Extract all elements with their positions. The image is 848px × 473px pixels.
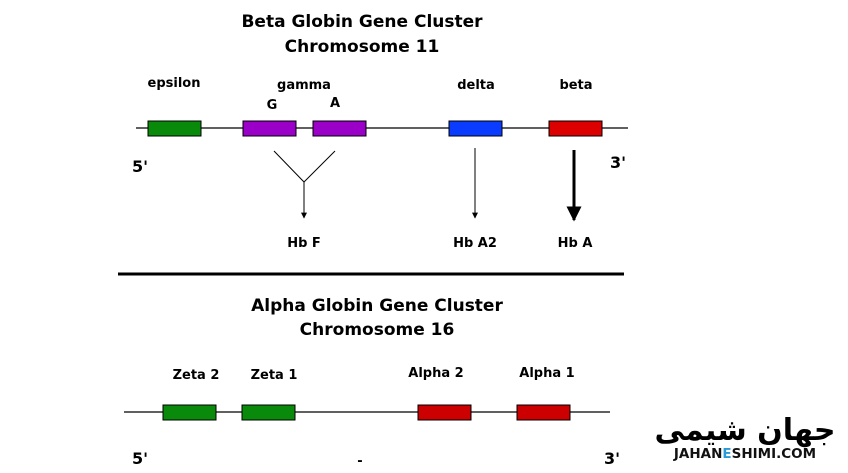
gene-label-epsilon: epsilon (148, 76, 201, 91)
product-hb-a2: Hb A2 (453, 236, 497, 251)
gene-label-delta: delta (457, 78, 495, 93)
gene-box-beta (548, 120, 603, 137)
gene-label-zeta-1: Zeta 1 (251, 368, 298, 383)
beta-title-line2: Chromosome 11 (285, 37, 440, 57)
product-hb-f: Hb F (287, 236, 321, 251)
watermark-latin-e: E (722, 446, 731, 462)
alpha-three-prime: 3' (604, 449, 620, 468)
gene-label-zeta-2: Zeta 2 (173, 368, 220, 383)
hbf-arrow (273, 150, 336, 219)
watermark-latin: JAHANESHIMI.COM (673, 446, 816, 462)
gene-box-gamma-a (312, 120, 367, 137)
gene-label-gamma-a: A (330, 96, 340, 111)
watermark-logo: جهان شیمی JAHANESHIMI.COM (655, 413, 836, 462)
beta-three-prime: 3' (610, 153, 626, 172)
alpha-title-line2: Chromosome 16 (300, 320, 455, 340)
watermark-persian: جهان شیمی (655, 413, 836, 448)
product-hb-a: Hb A (558, 236, 593, 251)
gene-box-zeta-1 (241, 404, 296, 421)
watermark-latin-suffix: SHIMI.COM (732, 446, 816, 462)
alpha-title-line1: Alpha Globin Gene Cluster (251, 296, 503, 316)
gene-box-alpha-1 (516, 404, 571, 421)
gene-box-epsilon (147, 120, 202, 137)
gene-label-beta: beta (559, 78, 592, 93)
gene-box-zeta-2 (162, 404, 217, 421)
watermark-latin-prefix: JAHAN (673, 446, 723, 462)
gene-label-gamma: gamma (277, 78, 331, 93)
gene-box-alpha-2 (417, 404, 472, 421)
gene-label-alpha-2: Alpha 2 (408, 366, 463, 381)
beta-five-prime: 5' (132, 157, 148, 176)
gene-label-alpha-1: Alpha 1 (519, 366, 574, 381)
beta-title-line1: Beta Globin Gene Cluster (241, 12, 483, 32)
stray-dash: - (357, 454, 362, 469)
gene-label-gamma-g: G (267, 98, 278, 113)
gene-box-delta (448, 120, 503, 137)
gene-box-gamma-g (242, 120, 297, 137)
alpha-five-prime: 5' (132, 449, 148, 468)
